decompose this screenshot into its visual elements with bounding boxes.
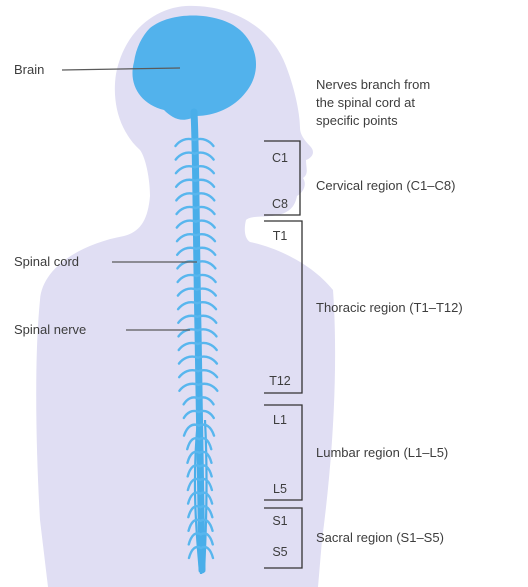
- vertebra-label-c1: C1: [265, 151, 295, 165]
- intro-line: specific points: [316, 112, 516, 130]
- vertebra-label-l1: L1: [265, 413, 295, 427]
- vertebra-label-s5: S5: [265, 545, 295, 559]
- region-label-thoracic: Thoracic region (T1–T12): [316, 299, 463, 316]
- spinal-nerve-label: Spinal nerve: [14, 321, 86, 338]
- region-label-cervical: Cervical region (C1–C8): [316, 177, 455, 194]
- vertebra-label-t12: T12: [265, 374, 295, 388]
- intro-line: the spinal cord at: [316, 94, 516, 112]
- brain-label: Brain: [14, 61, 44, 78]
- spinal-cord-label: Spinal cord: [14, 253, 79, 270]
- region-label-lumbar: Lumbar region (L1–L5): [316, 444, 448, 461]
- region-label-sacral: Sacral region (S1–S5): [316, 529, 444, 546]
- intro-line: Nerves branch from: [316, 76, 516, 94]
- vertebra-label-t1: T1: [265, 229, 295, 243]
- vertebra-label-l5: L5: [265, 482, 295, 496]
- vertebra-label-c8: C8: [265, 197, 295, 211]
- vertebra-label-s1: S1: [265, 514, 295, 528]
- intro-text: Nerves branch from the spinal cord at sp…: [316, 76, 516, 130]
